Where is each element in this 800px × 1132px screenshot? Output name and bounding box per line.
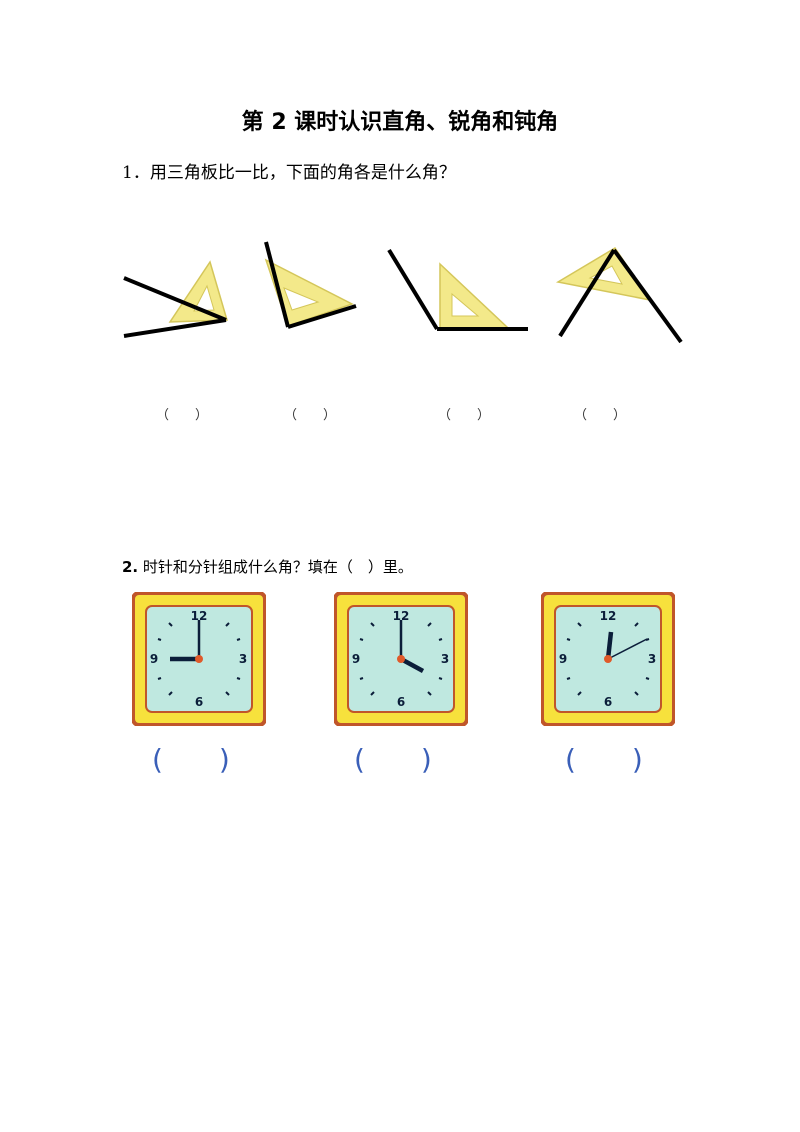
question-2-text: 时针和分针组成什么角？填在（ ）里。 (142, 558, 413, 576)
angle-figures (123, 241, 683, 344)
answer-blank-4[interactable]: （ ） (574, 408, 627, 423)
clock-1-numeral-6: 6 (195, 695, 203, 709)
clock-3-numeral-12: 12 (600, 609, 617, 623)
angle-figure-4 (555, 246, 683, 344)
answer-blank-1[interactable]: （ ） (156, 408, 209, 423)
clock-answer-blank-1[interactable]: ( ) (152, 743, 230, 776)
clock-3-numeral-9: 9 (559, 652, 567, 666)
clock-1-numeral-3: 3 (239, 652, 247, 666)
page-title: 第 2 课时认识直角、锐角和钝角 (241, 110, 559, 135)
clock-3-numeral-3: 3 (648, 652, 656, 666)
answer-blank-2[interactable]: （ ） (284, 408, 337, 423)
clock-2-numeral-6: 6 (397, 695, 405, 709)
question-1: 1．用三角板比一比，下面的角各是什么角？ (122, 163, 456, 183)
clock-3-minute-hand (607, 638, 648, 660)
angle-figure-2 (264, 241, 357, 329)
question-2: 2. 时针和分针组成什么角？填在（ ）里。 (122, 556, 413, 577)
clock-2-numeral-3: 3 (441, 652, 449, 666)
clock-2-numeral-9: 9 (352, 652, 360, 666)
answer-blank-3[interactable]: （ ） (438, 408, 491, 423)
clock-1-numeral-12: 12 (191, 609, 208, 623)
clock-2: 12 3 6 9 (334, 592, 468, 726)
clock-1: 12 3 6 9 (132, 592, 266, 726)
clock-3-hour-hand (605, 631, 614, 660)
clock-1-center (195, 655, 203, 663)
clock-1-numeral-9: 9 (150, 652, 158, 666)
clock-2-center (397, 655, 405, 663)
clock-2-hour-hand (399, 657, 425, 673)
question-2-number: 2. (122, 558, 139, 576)
angle-figure-3 (387, 248, 528, 331)
clock-2-numeral-12: 12 (393, 609, 410, 623)
clock-3: 12 3 6 9 (541, 592, 675, 726)
angle-figure-1 (123, 260, 228, 338)
clock-answer-blank-2[interactable]: ( ) (354, 743, 432, 776)
clock-answer-blank-3[interactable]: ( ) (565, 743, 643, 776)
clock-3-center (604, 655, 612, 663)
clock-3-numeral-6: 6 (604, 695, 612, 709)
